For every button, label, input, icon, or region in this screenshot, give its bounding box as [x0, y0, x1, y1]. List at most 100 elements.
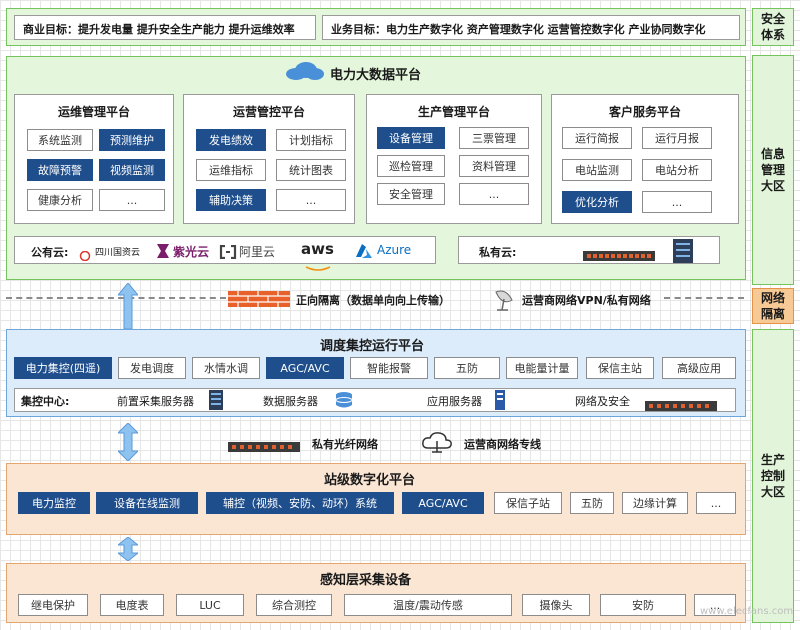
- sichuan-cloud-icon: [79, 246, 91, 262]
- isolation-dashline-left: [6, 297, 226, 299]
- platform-item[interactable]: 视频监测: [99, 159, 165, 181]
- dispatch-item[interactable]: 电能量计量: [506, 357, 578, 379]
- platform-title: 生产管理平台: [417, 105, 490, 119]
- station-item[interactable]: 设备在线监测: [96, 492, 198, 514]
- isolation-dashline-right: [664, 297, 744, 299]
- platform-item[interactable]: 优化分析: [562, 191, 632, 213]
- aws-smile-icon: [305, 257, 331, 271]
- bidirectional-arrow: [116, 422, 140, 462]
- dispatch-item[interactable]: 五防: [434, 357, 500, 379]
- platform-item[interactable]: ...: [459, 183, 529, 205]
- azure-icon: [355, 243, 373, 259]
- dispatch-title: 调度集控运行平台: [320, 339, 425, 354]
- ops-control-platform: 运营管控平台 发电绩效 计划指标 运维指标 统计图表 辅助决策 ...: [183, 94, 355, 224]
- platform-title: 客户服务平台: [608, 105, 681, 119]
- bigdata-title: 电力大数据平台: [330, 68, 422, 83]
- sensing-item[interactable]: LUC: [176, 594, 244, 616]
- control-center-label: 集控中心:: [21, 395, 70, 408]
- platform-item[interactable]: ...: [276, 189, 346, 211]
- ops-maintenance-platform: 运维管理平台 系统监测 预测维护 故障预警 视频监测 健康分析 ...: [14, 94, 174, 224]
- fiber-network-text: 私有光纤网络: [312, 438, 378, 451]
- dispatch-item[interactable]: 智能报警: [350, 357, 428, 379]
- platform-item[interactable]: 预测维护: [99, 129, 165, 151]
- server-label: 前置采集服务器: [117, 395, 194, 408]
- dispatch-item[interactable]: 水情水调: [192, 357, 260, 379]
- station-item[interactable]: 五防: [570, 492, 614, 514]
- station-item[interactable]: 边缘计算: [622, 492, 688, 514]
- sensing-item[interactable]: ...: [694, 594, 736, 616]
- station-item[interactable]: AGC/AVC: [402, 492, 484, 514]
- control-center-bar: 集控中心: 前置采集服务器 数据服务器 应用服务器 网络及安全: [14, 388, 736, 412]
- platform-item[interactable]: 电站监测: [562, 159, 632, 181]
- prod-zone-label: 生产控制大区: [752, 329, 794, 623]
- business-goal-text: 商业目标：提升发电量 提升安全生产能力 提升运维效率: [23, 23, 295, 36]
- cloud-network-icon: [420, 430, 454, 454]
- bidirectional-arrow: [116, 536, 140, 562]
- platform-item[interactable]: 电站分析: [642, 159, 712, 181]
- cloud-vendor: 四川国资云: [95, 248, 141, 258]
- platform-item[interactable]: 运行简报: [562, 127, 632, 149]
- public-cloud-box: 公有云: 四川国资云 紫光云 阿里云 aws Azure: [14, 236, 436, 271]
- dispatch-item[interactable]: 发电调度: [118, 357, 186, 379]
- platform-item[interactable]: 发电绩效: [196, 129, 266, 151]
- dispatch-item[interactable]: 保信主站: [586, 357, 654, 379]
- platform-item[interactable]: 资料管理: [459, 155, 529, 177]
- platform-item[interactable]: 健康分析: [27, 189, 93, 211]
- platform-title: 运营管控平台: [232, 105, 305, 119]
- cloud-vendor: 阿里云: [239, 245, 276, 259]
- platform-item[interactable]: 运维指标: [196, 159, 266, 181]
- production-management-platform: 生产管理平台 设备管理 三票管理 巡检管理 资料管理 安全管理 ...: [366, 94, 542, 224]
- station-item[interactable]: 电力监控: [18, 492, 90, 514]
- platform-item[interactable]: 故障预警: [27, 159, 93, 181]
- station-item[interactable]: 保信子站: [494, 492, 562, 514]
- business-goal-box: 商业目标：提升发电量 提升安全生产能力 提升运维效率: [14, 15, 316, 40]
- sensing-item[interactable]: 电度表: [100, 594, 164, 616]
- app-server-icon: [495, 390, 505, 410]
- fiber-switch-icon: [228, 437, 300, 452]
- platform-item[interactable]: ...: [99, 189, 165, 211]
- net-isolation-label: 网络隔离: [752, 288, 794, 324]
- platform-item[interactable]: 计划指标: [276, 129, 346, 151]
- carrier-line-text: 运营商网络专线: [464, 438, 541, 451]
- server-label: 数据服务器: [263, 395, 318, 408]
- info-zone-label: 信息管理大区: [752, 55, 794, 285]
- private-cloud-label: 私有云:: [479, 246, 517, 259]
- platform-item[interactable]: 系统监测: [27, 129, 93, 151]
- platform-item[interactable]: 统计图表: [276, 159, 346, 181]
- customer-service-platform: 客户服务平台 运行简报 运行月报 电站监测 电站分析 优化分析 ...: [551, 94, 739, 224]
- station-item[interactable]: 辅控（视频、安防、动环）系统: [206, 492, 394, 514]
- service-goal-text: 业务目标：电力生产数字化 资产管理数字化 运营管控数字化 产业协同数字化: [331, 23, 706, 36]
- forward-isolation-text: 正向隔离（数据单向向上传输）: [296, 294, 450, 307]
- platform-item[interactable]: 辅助决策: [196, 189, 266, 211]
- platform-item[interactable]: 运行月报: [642, 127, 712, 149]
- dispatch-item[interactable]: AGC/AVC: [266, 357, 344, 379]
- sensing-item[interactable]: 综合测控: [256, 594, 332, 616]
- database-icon: [335, 391, 353, 409]
- aliyun-icon: [219, 244, 237, 260]
- sensing-item[interactable]: 安防: [600, 594, 686, 616]
- private-cloud-box: 私有云:: [458, 236, 720, 264]
- dispatch-item[interactable]: 高级应用: [662, 357, 736, 379]
- server-icon: [209, 390, 223, 410]
- dispatch-item[interactable]: 电力集控(四遥): [14, 357, 112, 379]
- platform-item[interactable]: 三票管理: [459, 127, 529, 149]
- vpn-text: 运营商网络VPN/私有网络: [522, 294, 651, 307]
- server-label: 应用服务器: [427, 395, 482, 408]
- platform-title: 运维管理平台: [57, 105, 130, 119]
- unisoc-cloud-icon: [155, 242, 171, 260]
- upward-arrow: [116, 282, 140, 330]
- sensing-item[interactable]: 温度/震动传感: [344, 594, 512, 616]
- station-item[interactable]: ...: [696, 492, 736, 514]
- safety-system-label: 安全体系: [752, 8, 794, 46]
- platform-item[interactable]: 巡检管理: [377, 155, 445, 177]
- station-title: 站级数字化平台: [324, 473, 416, 488]
- platform-item[interactable]: 安全管理: [377, 183, 445, 205]
- server-rack-icon: [673, 239, 693, 263]
- satellite-dish-icon: [492, 286, 518, 312]
- sensing-item[interactable]: 继电保护: [18, 594, 88, 616]
- sensing-item[interactable]: 摄像头: [522, 594, 590, 616]
- cloud-icon: [282, 61, 326, 81]
- firewall-icon: [228, 291, 290, 307]
- platform-item[interactable]: ...: [642, 191, 712, 213]
- platform-item[interactable]: 设备管理: [377, 127, 445, 149]
